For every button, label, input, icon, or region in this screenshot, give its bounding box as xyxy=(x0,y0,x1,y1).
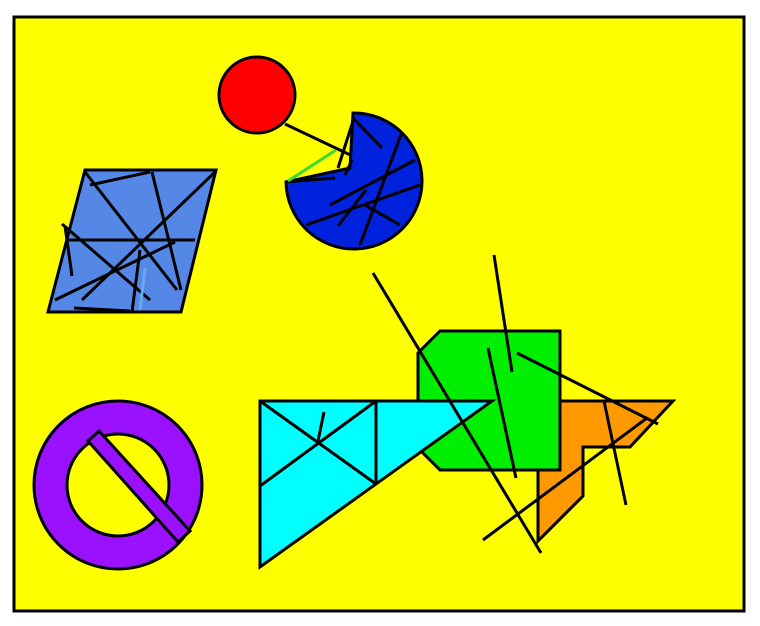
pacman-lines xyxy=(284,116,421,246)
pacman-group xyxy=(284,111,424,251)
parallelogram-group xyxy=(46,168,218,314)
prohibition-sign xyxy=(32,399,204,571)
prohibition-bar xyxy=(85,428,193,545)
red-circle xyxy=(217,55,297,135)
green-segment xyxy=(287,148,337,183)
orange-polygon xyxy=(536,399,677,545)
parallelogram-lines xyxy=(54,170,217,313)
crossing-lines xyxy=(371,254,659,554)
prohibition-ring xyxy=(32,399,204,571)
light-blue-segment xyxy=(138,267,147,311)
canvas-background xyxy=(12,15,746,613)
triangle-lines xyxy=(259,399,378,488)
blue-pacman xyxy=(284,111,424,251)
triangle-group xyxy=(258,399,497,570)
